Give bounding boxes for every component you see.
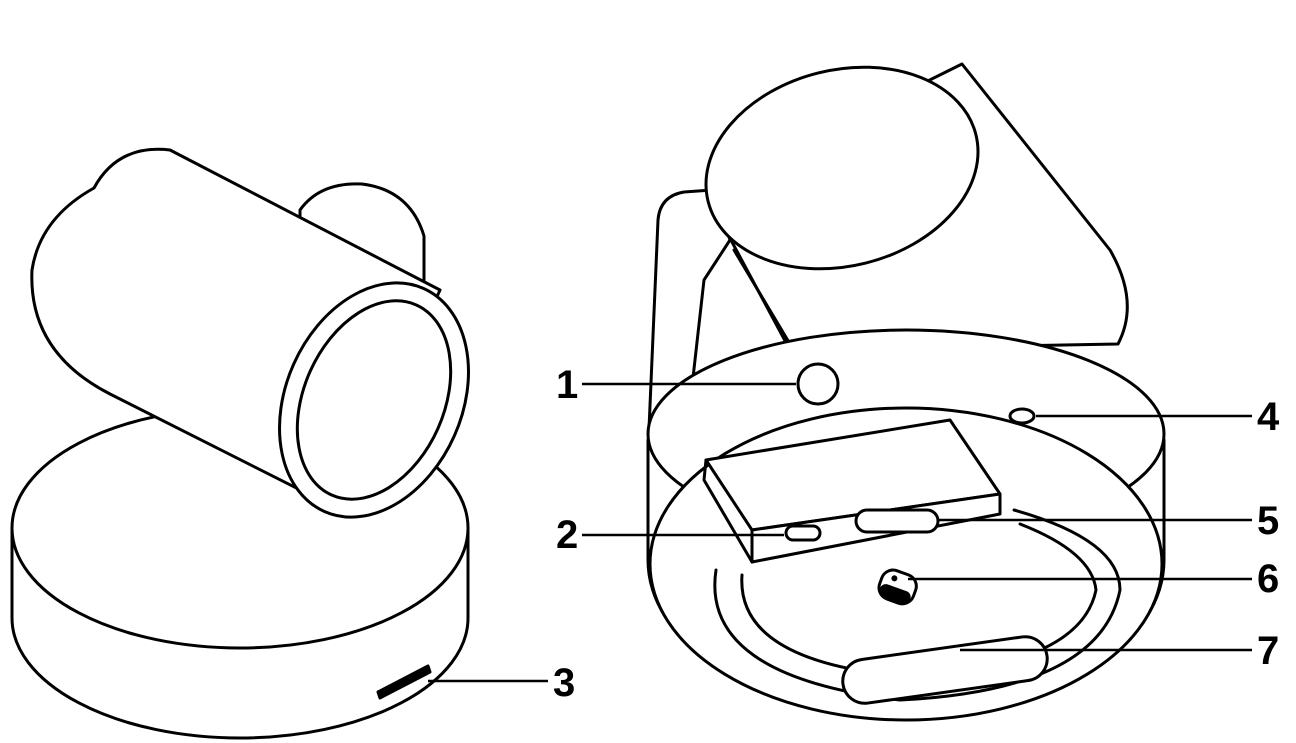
callout-2: 2 [556,513,578,557]
rubber-foot-pad [841,635,1049,705]
callout-leaders [428,382,1252,683]
underside-head-edge [732,248,792,346]
underside-view-camera [646,62,1166,722]
reset-pinhole [1008,407,1036,425]
callout-1: 1 [556,363,578,407]
callout-6: 6 [1257,557,1279,601]
front-lens-inner [295,299,453,501]
mount-button [796,362,840,406]
callout-7: 7 [1257,629,1279,673]
front-view-camera [10,147,470,740]
callout-labels: 1 2 3 4 5 6 7 [553,363,1280,705]
hdmi-port [854,508,940,534]
callout-3: 3 [553,661,575,705]
underside-mount-arm [646,188,732,454]
underside-lens-face [704,65,980,271]
callout-4: 4 [1257,395,1280,439]
front-led-slot [376,664,432,700]
usb-c-port [784,524,822,542]
callout-5: 5 [1257,499,1279,543]
security-lock-slot [877,568,918,606]
